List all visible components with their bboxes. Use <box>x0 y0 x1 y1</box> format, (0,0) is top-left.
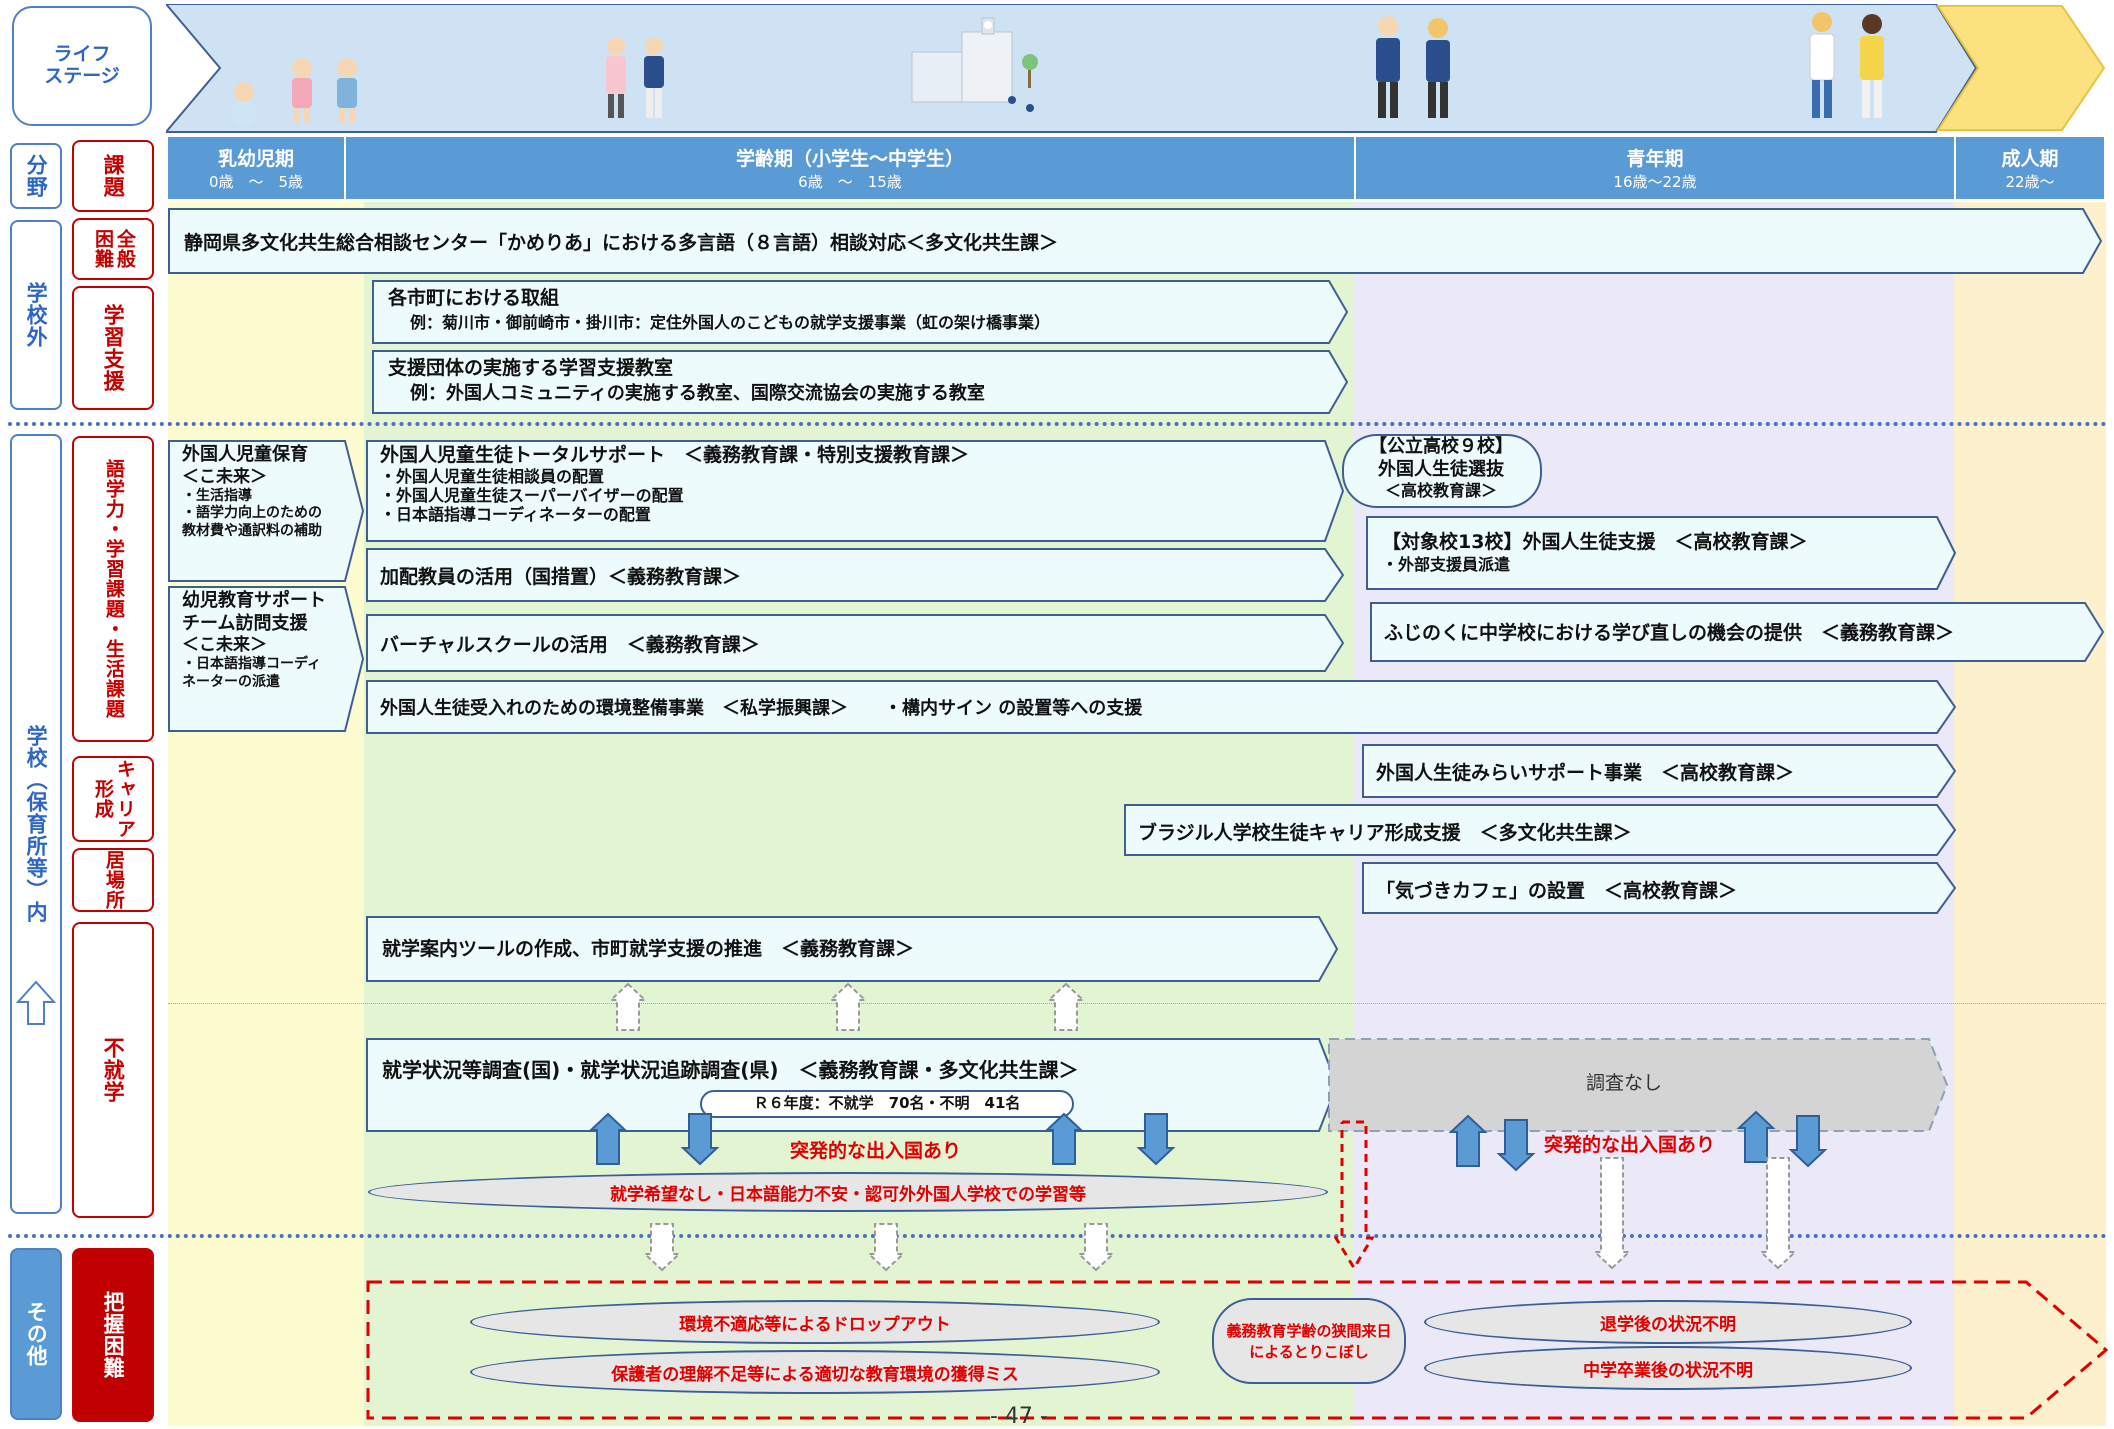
solid-up-arrow <box>1448 1114 1488 1167</box>
people-illustration-students <box>606 37 664 118</box>
hollow-up-arrow <box>608 982 648 1031</box>
red-dashed-connector <box>1334 1120 1374 1271</box>
kadai-label: 課題 <box>72 140 154 212</box>
page-number: - 47 - <box>990 1404 1048 1429</box>
band-adult <box>1954 202 2106 1426</box>
people-illustration-infants <box>232 58 357 124</box>
issue-ibasho: 居場所 <box>72 848 154 912</box>
dropout-ellipse: 環境不適応等によるドロップアウト <box>470 1300 1160 1344</box>
bunya-label: 分野 <box>10 143 62 209</box>
fujinokuni-box <box>1370 602 2104 662</box>
solid-up-arrow <box>588 1112 628 1165</box>
shien-text: 支援団体の実施する学習支援教室 例：外国人コミュニティの実施する教室、国際交流協… <box>388 357 985 404</box>
haaku-region-outline <box>366 1280 2109 1420</box>
dashed-down-arrow <box>1592 1157 1632 1270</box>
dashed-down-arrow <box>642 1223 682 1272</box>
taisho-box <box>1366 516 1956 590</box>
hoiku-box <box>168 440 364 582</box>
kahai-box <box>366 548 1344 602</box>
kankyo-text: 外国人生徒受入れのための環境整備事業 ＜私学振興課＞ ・構内サイン の設置等への… <box>380 698 1143 719</box>
youji-text: 幼児教育サポートチーム訪問支援 ＜こ未来＞ ・日本語指導コーディネーターの派遣 <box>182 590 326 690</box>
solid-down-arrow <box>1788 1115 1828 1168</box>
separator-other <box>8 1234 2108 1238</box>
koritsu-box <box>1342 434 1542 508</box>
virtual-text: バーチャルスクールの活用 ＜義務教育課＞ <box>380 634 760 656</box>
issue-haaku: 把握困難 <box>72 1248 154 1422</box>
chosa-nashi-box <box>1328 1038 1948 1132</box>
issue-fushugaku: 不就学 <box>72 922 154 1218</box>
mirai-box <box>1362 744 1956 798</box>
chosa-stats: Ｒ６年度：不就学 70名・不明 41名 <box>700 1090 1074 1118</box>
shichoson-text: 各市町における取組 例：菊川市・御前崎市・掛川市：定住外国人のこどもの就学支援事… <box>388 287 1051 332</box>
taisho-text: 【対象校13校】外国人生徒支援 ＜高校教育課＞ ・外部支援員派遣 <box>1382 531 1808 574</box>
dashed-down-arrow <box>1076 1223 1116 1272</box>
brazil-text: ブラジル人学校生徒キャリア形成支援 ＜多文化共生課＞ <box>1138 822 1632 844</box>
hollow-up-arrow <box>1046 982 1086 1031</box>
solid-up-arrow <box>1044 1112 1084 1165</box>
virtual-box <box>366 614 1344 672</box>
separator-fushugaku <box>168 1003 2106 1004</box>
shutsunyu-note-2: 突発的な出入国あり <box>1544 1134 1716 1156</box>
youji-box <box>168 586 364 732</box>
solid-down-arrow <box>1136 1113 1176 1166</box>
koritsu-text: 【公立高校９校】 外国人生徒選抜 ＜高校教育課＞ <box>1369 436 1513 500</box>
issue-zenpan: 全般 困難 <box>72 218 154 280</box>
life-stage-label: ライフ ステージ <box>12 6 152 126</box>
issue-gakushu: 学習支援 <box>72 286 154 410</box>
chosa-text: 就学状況等調査(国)・就学状況追跡調査(県) ＜義務教育課・多文化共生課＞ <box>382 1058 1079 1082</box>
fujinokuni-text: ふじのくに中学校における学び直しの機会の提供 ＜義務教育課＞ <box>1384 622 1955 644</box>
kizuki-text: 「気づきカフェ」の設置 ＜高校教育課＞ <box>1376 880 1738 902</box>
separator-school <box>8 422 2108 426</box>
issue-career: キャリア形成 <box>72 756 154 842</box>
band-infant <box>168 202 364 1426</box>
kameria-text: 静岡県多文化共生総合相談センター「かめりあ」における多言語（８言語）相談対応＜多… <box>184 232 1059 254</box>
kizuki-box <box>1362 862 1956 914</box>
people-illustration-adults <box>1809 12 1884 118</box>
annai-text: 就学案内ツールの作成、市町就学支援の推進 ＜義務教育課＞ <box>382 938 915 960</box>
taigaku-ellipse: 退学後の状況不明 <box>1424 1300 1912 1344</box>
total-text: 外国人児童生徒トータルサポート ＜義務教育課・特別支援教育課＞ ・外国人児童生徒… <box>380 444 970 525</box>
issue-gogaku: 語学力・学習課題・生活課題 <box>72 436 154 742</box>
dashed-down-arrow <box>866 1223 906 1272</box>
section-gakkounai: 学校（保育所等）内 <box>10 434 62 1214</box>
section-sonota: その他 <box>10 1248 62 1420</box>
brazil-box <box>1124 804 1956 856</box>
hogosha-ellipse: 保護者の理解不足等による適切な教育環境の獲得ミス <box>470 1350 1160 1394</box>
kahai-text: 加配教員の活用（国措置）＜義務教育課＞ <box>380 566 742 588</box>
phase-school: 学齢期（小学生～中学生）6歳 ～ 15歳 <box>346 137 1356 199</box>
shutsunyu-note-1: 突発的な出入国あり <box>790 1140 962 1162</box>
people-illustration-teens <box>1376 16 1450 118</box>
sotsugyo-ellipse: 中学卒業後の状況不明 <box>1424 1346 1912 1390</box>
solid-down-arrow <box>680 1113 720 1166</box>
chosa-nashi-text: 調査なし <box>1586 1072 1663 1094</box>
mirai-text: 外国人生徒みらいサポート事業 ＜高校教育課＞ <box>1376 762 1795 784</box>
school-building-illustration <box>911 17 1038 112</box>
toriko-ellipse: 義務教育学齢の狭間来日によるとりこぼし <box>1212 1298 1406 1384</box>
solid-up-arrow <box>1736 1110 1776 1163</box>
kankyo-box <box>366 680 1956 734</box>
shichoson-box <box>372 280 1348 344</box>
up-arrow-icon <box>16 980 56 1025</box>
hollow-up-arrow <box>828 982 868 1031</box>
total-box <box>366 440 1344 542</box>
shien-box <box>372 350 1348 414</box>
dashed-down-arrow <box>1758 1157 1798 1270</box>
kameria-box <box>168 208 2102 274</box>
section-gakkougai: 学校外 <box>10 220 62 410</box>
hoiku-text: 外国人児童保育 ＜こ未来＞ ・生活指導 ・語学力向上のための教材費や通訳料の補助 <box>182 444 322 539</box>
kibou-ellipse: 就学希望なし・日本語能力不安・認可外外国人学校での学習等 <box>368 1172 1328 1212</box>
annai-box <box>366 916 1338 982</box>
solid-down-arrow <box>1496 1119 1536 1172</box>
